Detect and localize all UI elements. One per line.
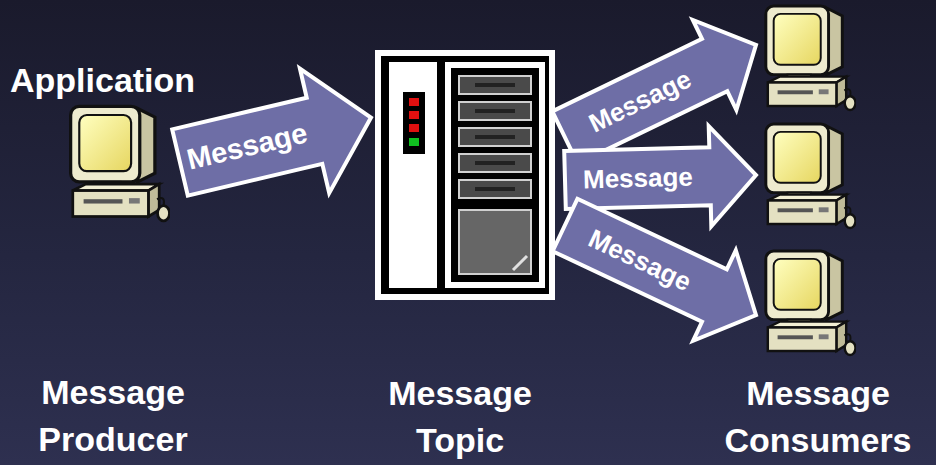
computer-icon: [62, 95, 170, 230]
consumer-computer: [758, 120, 856, 230]
group-label: Message Consumers: [700, 370, 936, 464]
consumer-computer: [758, 247, 856, 357]
block-arrow: [553, 199, 756, 341]
consumer-computer: [758, 2, 856, 112]
server-icon: [375, 50, 555, 300]
block-arrow: [172, 69, 371, 196]
computer-icon: [758, 247, 856, 357]
arrow-label: Message: [582, 162, 693, 195]
node-caption: Message Producer: [0, 369, 233, 463]
topic-server: Message Topic: [375, 50, 555, 300]
node-caption: Message Topic: [360, 370, 560, 464]
producer-computer: ApplicationMessage Producer: [62, 95, 170, 230]
computer-icon: [758, 2, 856, 112]
computer-icon: [758, 120, 856, 230]
node-heading: Application: [10, 57, 260, 104]
